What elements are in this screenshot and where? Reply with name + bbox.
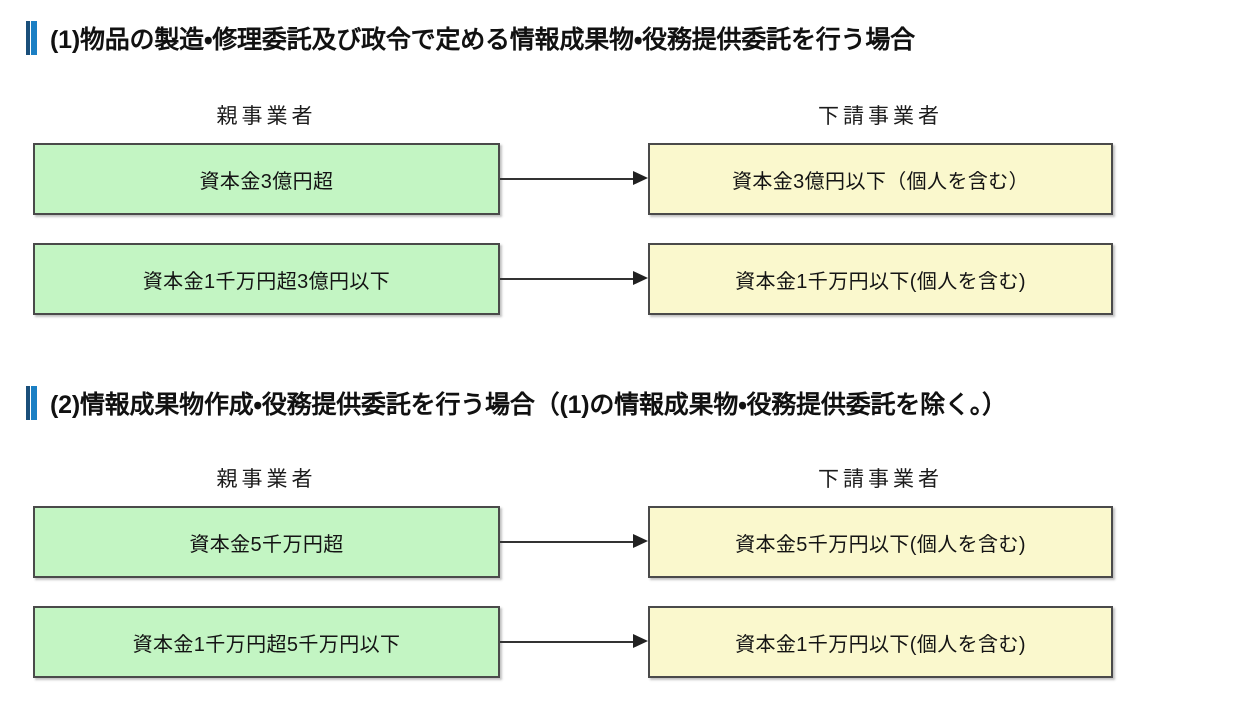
column-label-parent-2: 親事業者: [216, 468, 317, 491]
flow-row: 資本金1千万円超3億円以下 資本金1千万円以下(個人を含む): [0, 243, 1252, 315]
column-label-sub-2: 下請事業者: [818, 468, 943, 491]
arrow-head: [633, 271, 648, 285]
arrow-shaft: [500, 641, 633, 643]
arrow-shaft: [500, 541, 633, 543]
subcontractor-node: 資本金3億円以下（個人を含む）: [648, 143, 1113, 215]
flow-arrow-icon: [500, 534, 648, 548]
parent-node: 資本金1千万円超5千万円以下: [33, 606, 500, 678]
parent-node: 資本金5千万円超: [33, 506, 500, 578]
subcontractor-node: 資本金5千万円以下(個人を含む): [648, 506, 1113, 578]
arrow-shaft: [500, 278, 633, 280]
parent-node: 資本金3億円超: [33, 143, 500, 215]
flow-row: 資本金3億円超 資本金3億円以下（個人を含む）: [0, 143, 1252, 215]
accent-bar-icon: [26, 386, 37, 420]
arrow-head: [633, 534, 648, 548]
flow-arrow-icon: [500, 271, 648, 285]
parent-node: 資本金1千万円超3億円以下: [33, 243, 500, 315]
flow-arrow-icon: [500, 634, 648, 648]
section-2-heading-text: (2)情報成果物作成・役務提供委託を行う場合（(1)の情報成果物・役務提供委託を…: [50, 391, 1007, 419]
section-2-heading: (2)情報成果物作成・役務提供委託を行う場合（(1)の情報成果物・役務提供委託を…: [26, 383, 1007, 423]
column-label-sub-1: 下請事業者: [818, 105, 943, 128]
flow-row: 資本金5千万円超 資本金5千万円以下(個人を含む): [0, 506, 1252, 578]
column-label-parent-1: 親事業者: [216, 105, 317, 128]
arrow-head: [633, 171, 648, 185]
subcontractor-node: 資本金1千万円以下(個人を含む): [648, 606, 1113, 678]
arrow-head: [633, 634, 648, 648]
arrow-shaft: [500, 178, 633, 180]
section-1-heading: (1)物品の製造・修理委託及び政令で定める情報成果物・役務提供委託を行う場合: [26, 18, 915, 58]
section-1-heading-text: (1)物品の製造・修理委託及び政令で定める情報成果物・役務提供委託を行う場合: [50, 26, 915, 54]
subcontractor-node: 資本金1千万円以下(個人を含む): [648, 243, 1113, 315]
flow-row: 資本金1千万円超5千万円以下 資本金1千万円以下(個人を含む): [0, 606, 1252, 678]
accent-bar-icon: [26, 21, 37, 55]
flow-arrow-icon: [500, 171, 648, 185]
